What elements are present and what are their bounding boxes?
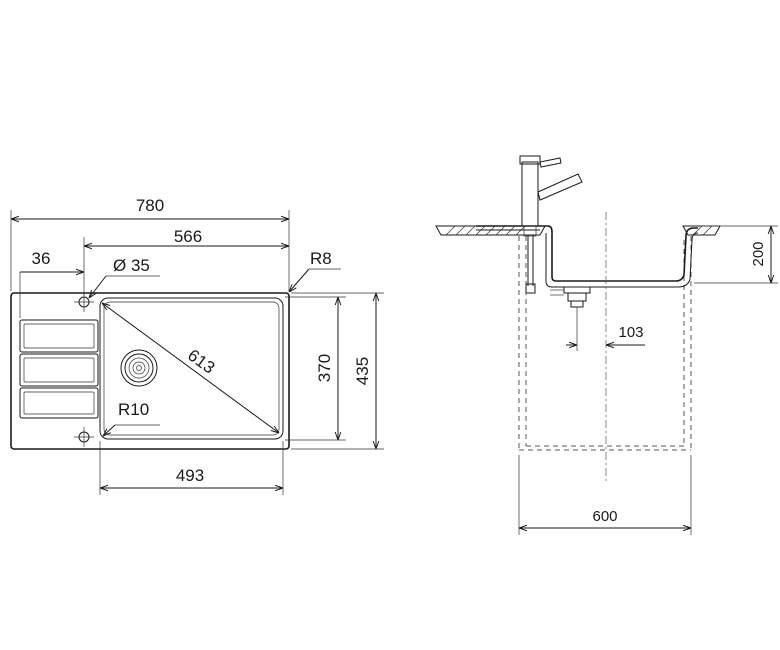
dim-label-103: 103 xyxy=(618,324,643,341)
dim-label-780: 780 xyxy=(136,196,164,215)
sink-outline xyxy=(10,292,290,450)
kitchen-tap xyxy=(519,155,583,237)
waste-outlet xyxy=(120,349,158,387)
diagonal-dimension-line xyxy=(102,303,279,433)
dim-label-36: 36 xyxy=(32,249,51,268)
dim-label-370: 370 xyxy=(315,354,334,382)
drainer-grooves xyxy=(19,319,99,419)
dim-label-493: 493 xyxy=(176,466,204,485)
dim-label-r10: R10 xyxy=(118,400,149,419)
dim-label-d35: Ø 35 xyxy=(113,256,150,275)
dim-label-613: 613 xyxy=(184,346,218,378)
waste-assembly xyxy=(550,286,591,308)
sink-section xyxy=(476,225,699,288)
plan-view: 780 566 36 Ø 35 R8 613 R10 493 370 435 xyxy=(10,196,384,495)
leader-d35-arrow xyxy=(89,275,107,298)
dim-label-r8: R8 xyxy=(310,249,332,268)
leader-r10-arrow xyxy=(103,424,116,436)
dim-label-566: 566 xyxy=(174,227,202,246)
cabinet xyxy=(518,236,692,451)
dim-label-200: 200 xyxy=(750,241,767,266)
section-view: 200 103 600 xyxy=(435,155,778,535)
tap-hole-bottom xyxy=(74,427,94,447)
dim-label-435: 435 xyxy=(353,357,372,385)
leader-r8-arrow xyxy=(289,268,310,292)
tap-hoses xyxy=(525,236,536,294)
dim-200-extension xyxy=(694,225,778,284)
bowl-outline xyxy=(99,297,284,440)
dim-600-extension xyxy=(518,455,692,535)
dim-label-600: 600 xyxy=(592,508,617,525)
